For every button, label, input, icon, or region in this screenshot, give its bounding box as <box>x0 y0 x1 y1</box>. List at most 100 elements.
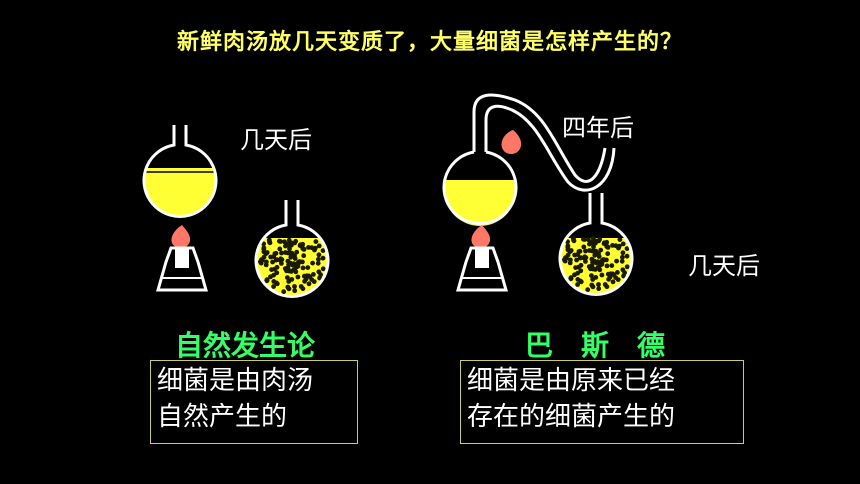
bacterium-dot <box>286 237 292 243</box>
bacterium-dot <box>615 277 621 282</box>
bacterium-dot <box>278 239 283 244</box>
pasteur-title: 巴 斯 德 <box>525 329 666 362</box>
bacterium-dot <box>592 252 598 258</box>
bacterium-dot <box>306 281 312 287</box>
bacterium-dot <box>610 279 616 285</box>
bacterium-dot <box>279 261 284 266</box>
flask-icon <box>254 200 330 298</box>
bacterium-dot <box>292 288 298 294</box>
bacterium-dot <box>605 245 611 250</box>
bacterium-dot <box>311 279 317 284</box>
flame-icon <box>171 225 191 248</box>
slide-title: 新鲜肉汤放几天变质了，大量细菌是怎样产生的？ <box>176 30 683 55</box>
explanation-line: 细菌是由原来已经 <box>467 366 676 396</box>
bacterium-dot <box>616 245 621 251</box>
bacterium-dot <box>261 249 267 255</box>
bacterium-dot <box>598 247 604 253</box>
bacterium-dot <box>285 275 290 280</box>
bacterium-dot <box>596 286 602 292</box>
bacterium-dot <box>586 264 592 269</box>
bacterium-dot <box>264 259 269 265</box>
bacterium-dot <box>285 258 291 264</box>
bacterium-dot <box>292 284 297 289</box>
bacterium-dot <box>609 263 615 268</box>
bacterium-dot <box>271 279 277 284</box>
bacterium-dot <box>593 240 598 246</box>
bacterium-dot <box>583 259 588 264</box>
bacterium-dot <box>270 259 275 265</box>
bacterium-dot <box>590 284 595 289</box>
bacterium-dot <box>286 286 291 291</box>
left-label-days-later: 几天后 <box>240 126 312 154</box>
bacterium-dot <box>602 282 608 287</box>
bacterium-dot <box>294 249 300 255</box>
bacterium-dot <box>590 266 596 272</box>
bacterium-dot <box>289 277 295 282</box>
bacterium-dot <box>582 237 587 242</box>
bacterium-dot <box>593 275 599 280</box>
bacterium-dot <box>617 237 623 243</box>
bacterium-dot <box>565 243 571 249</box>
bacterium-dot <box>585 287 591 293</box>
bacterium-dot <box>586 237 591 243</box>
bacterium-dot <box>565 247 571 253</box>
bacteria-dots <box>562 235 630 293</box>
bacterium-dot <box>291 267 297 272</box>
bacterium-dot <box>576 264 581 270</box>
spontaneous-generation-title: 自然发生论 <box>175 329 316 362</box>
bacterium-dot <box>578 255 584 261</box>
bacterium-dot <box>271 284 276 289</box>
bacterium-dot <box>620 254 625 260</box>
bacterium-dot <box>590 235 596 241</box>
bacterium-dot <box>574 257 579 263</box>
alcohol-lamp-icon <box>456 246 508 292</box>
bacterium-dot <box>298 284 304 289</box>
bacterium-dot <box>313 239 319 245</box>
bacterium-dot <box>264 277 270 283</box>
bacterium-dot <box>624 264 630 270</box>
bacterium-dot <box>624 246 630 252</box>
bacterium-dot <box>297 259 302 264</box>
bacterium-dot <box>619 258 625 264</box>
explanation-line: 细菌是由肉汤 <box>157 366 314 396</box>
flame-icon <box>501 130 522 154</box>
bacterium-dot <box>622 270 627 276</box>
bacterium-dot <box>301 253 307 259</box>
bacterium-dot <box>575 277 581 282</box>
explanation-line: 自然产生的 <box>157 402 288 432</box>
bacterium-dot <box>282 239 287 245</box>
bacterium-dot <box>572 252 578 258</box>
bacterium-dot <box>289 262 295 268</box>
bacterium-dot <box>288 254 294 260</box>
bacterium-dot <box>575 282 580 287</box>
bacterium-dot <box>297 243 303 249</box>
bacterium-dot <box>300 265 306 271</box>
bacterium-dot <box>316 252 322 258</box>
bacterium-dot <box>568 275 574 281</box>
bacterium-dot <box>320 248 326 254</box>
bacterium-dot <box>624 253 630 259</box>
bacterium-dot <box>304 273 310 279</box>
bacterium-dot <box>274 257 280 263</box>
bacterium-dot <box>595 265 601 270</box>
bacterium-dot <box>605 251 611 257</box>
bacterium-dot <box>261 254 267 260</box>
bacterium-dot <box>268 254 274 260</box>
bacterium-dot <box>620 241 626 247</box>
bacterium-dot <box>571 235 576 241</box>
right-label-days-later: 几天后 <box>688 252 760 280</box>
bacterium-dot <box>593 260 599 266</box>
bacterium-dot <box>596 251 601 256</box>
bacterium-dot <box>295 274 301 280</box>
bacterium-dot <box>568 257 573 263</box>
bacteria-dots <box>258 237 326 295</box>
bacterium-dot <box>301 247 307 252</box>
bacterium-dot <box>261 245 267 251</box>
bacterium-dot <box>283 250 288 255</box>
flask-icon <box>558 193 634 296</box>
bacterium-dot <box>604 263 610 269</box>
bacterium-dot <box>286 268 292 274</box>
bacterium-dot <box>310 260 315 266</box>
